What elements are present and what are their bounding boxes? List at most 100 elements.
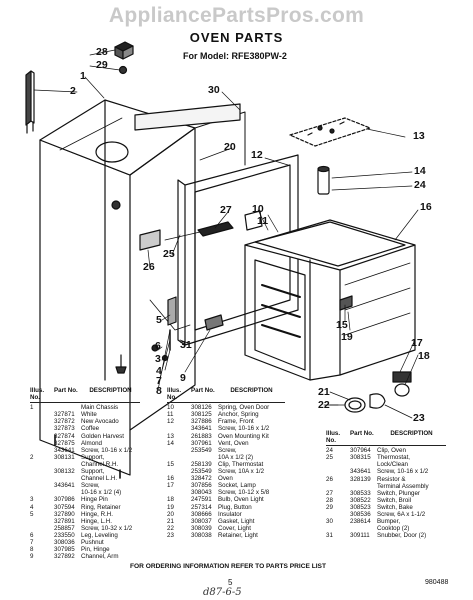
illus-cell bbox=[167, 425, 191, 432]
callout-26: 26 bbox=[143, 261, 155, 273]
table-row: Channel R.H. bbox=[30, 461, 140, 468]
callout-15: 15 bbox=[336, 319, 348, 331]
part-number-cell: 308037 bbox=[191, 517, 212, 525]
callout-25: 25 bbox=[163, 248, 175, 260]
callout-10: 10 bbox=[252, 203, 264, 215]
header-desc: DESCRIPTION bbox=[89, 387, 132, 394]
description-cell: 10A x 1/2 (2) bbox=[218, 453, 254, 461]
description-cell: Screw, 10-32 x 1/2 bbox=[81, 524, 133, 532]
description-cell: Frame, Front bbox=[218, 418, 254, 426]
description-cell: Clip, Thermostat bbox=[218, 460, 264, 468]
part-number-cell: 307986 bbox=[54, 496, 75, 504]
description-cell: Screw, 6A x 1-1/2 bbox=[377, 511, 426, 519]
illus-cell: 17 bbox=[167, 482, 174, 490]
callout-7: 7 bbox=[156, 375, 162, 387]
callout-2: 2 bbox=[70, 85, 76, 97]
illus-cell bbox=[326, 468, 350, 475]
illus-cell bbox=[30, 418, 54, 425]
illus-cell: 20 bbox=[167, 510, 174, 518]
callout-5: 5 bbox=[156, 314, 162, 326]
illus-cell: 13 bbox=[167, 432, 174, 440]
illus-cell: 10 bbox=[167, 404, 174, 412]
part-number-cell: 328472 bbox=[191, 475, 212, 483]
description-cell: 10-16 x 1/2 (4) bbox=[81, 489, 122, 497]
callout-29: 29 bbox=[96, 59, 108, 71]
channel-support bbox=[25, 70, 35, 134]
table-row: 10-16 x 1/2 (4) bbox=[30, 489, 140, 496]
hinges bbox=[167, 296, 224, 351]
description-cell: Screw, 10-12 x 5/8 bbox=[218, 489, 270, 497]
part-number-cell: 343641 bbox=[350, 468, 371, 476]
oven-cavity bbox=[244, 219, 416, 381]
header-desc: DESCRIPTION bbox=[390, 430, 433, 437]
illus-cell: 23 bbox=[167, 531, 174, 539]
part-number-cell: 308536 bbox=[350, 511, 371, 519]
header-illus: Illus. No. bbox=[30, 387, 45, 402]
illus-cell bbox=[30, 525, 54, 532]
description-cell: Socket, Lamp bbox=[218, 482, 256, 490]
description-cell: Snubber, Door (2) bbox=[377, 532, 427, 540]
illus-cell: 2 bbox=[30, 453, 34, 461]
illus-cell bbox=[167, 468, 191, 475]
illus-cell: 30 bbox=[326, 518, 333, 526]
description-cell: Clip, Oven bbox=[377, 447, 406, 455]
callout-13: 13 bbox=[413, 130, 425, 142]
illus-cell bbox=[30, 518, 54, 525]
part-number-cell: 247591 bbox=[191, 496, 212, 504]
description-cell: Oven bbox=[218, 475, 233, 483]
part-number-cell: 327892 bbox=[54, 553, 75, 561]
description-cell: Hinge, R.H. bbox=[81, 510, 113, 518]
switch-parts bbox=[114, 41, 134, 75]
illus-cell: 11 bbox=[167, 411, 174, 419]
table-row: Terminal Assembly bbox=[326, 483, 446, 490]
description-cell: Almond bbox=[81, 439, 102, 447]
table-row: 10A x 1/2 (2) bbox=[167, 454, 285, 461]
description-cell: Pin, Hinge bbox=[81, 546, 110, 554]
part-number-cell: 308131 bbox=[54, 453, 75, 461]
description-cell: Switch, Plunger bbox=[377, 489, 420, 497]
part-number-cell: 308666 bbox=[191, 510, 212, 518]
description-cell: Ring, Retainer bbox=[81, 503, 121, 511]
part-number-cell bbox=[54, 404, 81, 411]
part-number-cell: 308126 bbox=[191, 404, 212, 412]
description-cell: Screw, bbox=[218, 446, 237, 454]
illus-cell: 15 bbox=[167, 460, 174, 468]
illus-cell: 8 bbox=[30, 546, 34, 554]
illus-cell bbox=[30, 482, 54, 489]
table-header: Illus. No. Part No. DESCRIPTION bbox=[30, 387, 140, 404]
illus-cell: 18 bbox=[167, 496, 174, 504]
part-number-cell: 258857 bbox=[54, 524, 75, 532]
illus-cell: 7 bbox=[30, 538, 34, 546]
description-cell: Thermostat, bbox=[377, 454, 411, 462]
callout-8: 8 bbox=[156, 385, 162, 397]
part-number-cell: 327891 bbox=[54, 517, 75, 525]
callout-9: 9 bbox=[180, 372, 186, 384]
part-number-cell: 327874 bbox=[54, 432, 75, 440]
description-cell: Leg, Leveling bbox=[81, 531, 118, 539]
table-row: 258857 Screw, 10-32 x 1/2 bbox=[30, 525, 140, 532]
illus-cell: 29 bbox=[326, 503, 333, 511]
illus-cell: 24 bbox=[326, 447, 333, 455]
part-number-cell: 308522 bbox=[350, 496, 371, 504]
illus-cell: 3 bbox=[30, 496, 34, 504]
oven-light-parts bbox=[323, 371, 412, 413]
part-number-cell bbox=[54, 461, 81, 468]
